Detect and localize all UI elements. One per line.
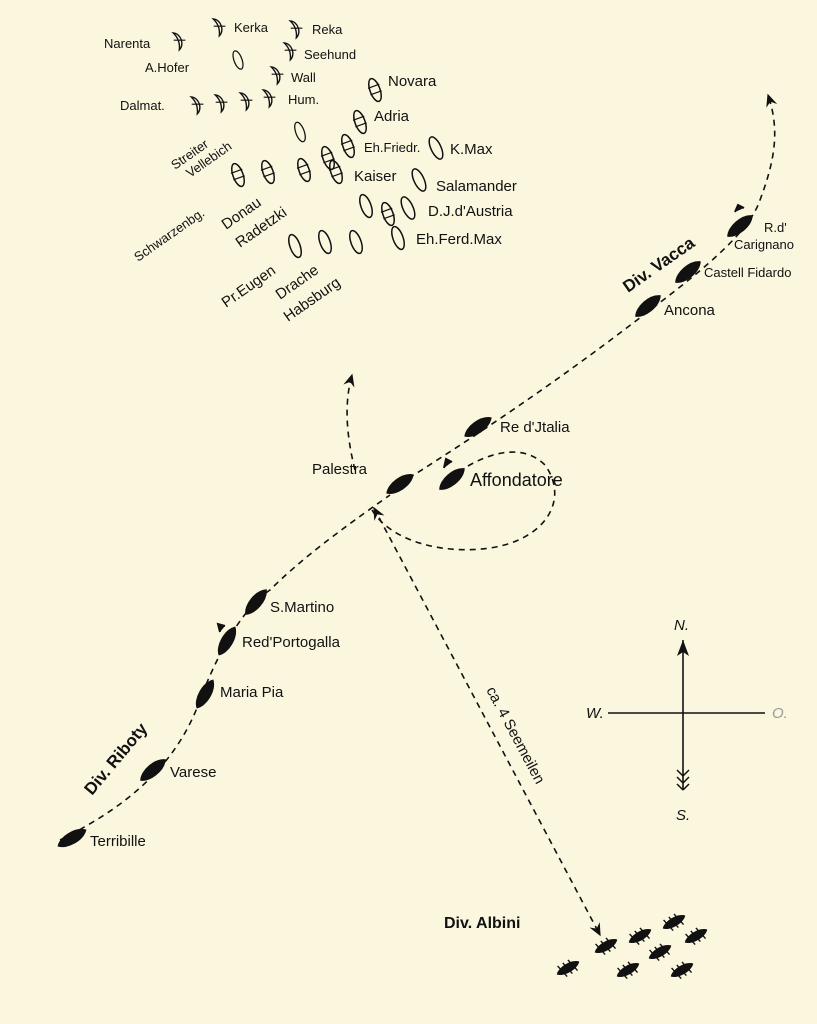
ship-adria (349, 107, 371, 137)
compass-north-label: N. (674, 617, 689, 634)
ship-narenta (170, 29, 189, 52)
ship-dalmat-2 (212, 91, 231, 114)
ship-preugen (285, 232, 305, 260)
label-kmax: K.Max (450, 141, 493, 158)
label-distance: ca. 4 Seemeilen (482, 684, 548, 787)
ship-dalmat-1 (188, 93, 207, 116)
label-narenta: Narenta (104, 36, 151, 51)
ship-ehferdmax (388, 224, 408, 252)
ship-redportogalla (213, 623, 241, 659)
ship-djaustria-1 (356, 192, 376, 220)
ship-smartino (240, 585, 272, 619)
label-castell: Castell Fidardo (704, 265, 791, 280)
ship-albini-7 (666, 956, 698, 984)
ship-hum (260, 86, 279, 109)
ship-drache (315, 228, 335, 256)
label-kerka: Kerka (234, 20, 269, 35)
ship-kerka (210, 15, 229, 38)
compass-south-feather (676, 769, 690, 791)
ship-wall (268, 63, 287, 86)
label-djaustria: D.J.d'Austria (428, 203, 513, 220)
label-reka: Reka (312, 22, 343, 37)
ship-kmax (425, 134, 447, 162)
label-rd: R.d' (764, 220, 787, 235)
ship-ancona (631, 290, 665, 322)
label-reditalia: Re d'Jtalia (500, 419, 570, 436)
flag-redportogalla (216, 622, 226, 633)
label-div-vacca: Div. Vacca (619, 233, 698, 296)
ship-salamander (408, 166, 430, 194)
label-seehund: Seehund (304, 47, 356, 62)
label-kaiser: Kaiser (354, 168, 397, 185)
flag-carignano (734, 203, 745, 213)
label-smartino: S.Martino (270, 599, 334, 616)
label-hofer: A.Hofer (145, 60, 190, 75)
ship-donau (257, 157, 279, 187)
flag-affondatore (443, 457, 453, 469)
label-palestra: Palestra (312, 461, 368, 478)
ship-ehfriedr (337, 131, 359, 161)
ship-novara (364, 75, 386, 105)
ship-kaiser-b (317, 143, 339, 173)
track-riboty (59, 494, 391, 841)
ship-albini-3 (680, 922, 712, 950)
ship-albini-6 (612, 956, 644, 984)
compass-north-arrow (677, 640, 689, 656)
track-albini (373, 506, 601, 937)
austrian-fleet: Narenta Kerka Reka A.Hofer Seehund Wall … (104, 15, 517, 325)
label-hum: Hum. (288, 92, 319, 107)
ship-hofer (230, 49, 246, 71)
ship-radetzki (293, 155, 315, 185)
ship-kaiser (325, 157, 347, 187)
ship-albini-1 (658, 908, 690, 936)
ship-streiter (291, 120, 309, 144)
ship-palestra (383, 469, 417, 499)
label-terribille: Terribille (90, 833, 146, 850)
ship-schwarzenbg (227, 160, 249, 190)
label-adria: Adria (374, 108, 410, 125)
label-novara: Novara (388, 73, 437, 90)
italian-fleet: Div. Vacca R.d' Carignano Castell Fidard… (54, 203, 794, 984)
label-preugen: Pr.Eugen (219, 262, 279, 311)
ship-albini-8 (552, 954, 584, 982)
label-carignano: Carignano (734, 237, 794, 252)
ship-mariapia (191, 676, 219, 712)
compass-east-label: O. (772, 705, 788, 722)
ship-albini-4 (590, 932, 622, 960)
track-vacca (389, 93, 778, 491)
label-affondatore: Affondatore (470, 470, 563, 490)
ship-varese (136, 754, 170, 786)
ship-habsburg (346, 228, 366, 256)
ship-affondatore (435, 463, 469, 495)
label-redportogalla: Red'Portogalla (242, 634, 341, 651)
label-mariapia: Maria Pia (220, 684, 284, 701)
label-ehferdmax: Eh.Ferd.Max (416, 231, 502, 248)
label-salamander: Salamander (436, 178, 517, 195)
label-div-riboty: Div. Riboty (81, 719, 152, 799)
ship-djaustria (397, 194, 419, 222)
compass-rose: N. S. W. O. (586, 617, 788, 824)
label-ehfriedr: Eh.Friedr. (364, 140, 420, 155)
ship-albini-2 (624, 922, 656, 950)
compass-west-label: W. (586, 705, 604, 722)
label-schwarzenbg: Schwarzenbg. (131, 205, 207, 265)
ship-reka (287, 17, 306, 40)
ship-albini-5 (644, 938, 676, 966)
label-varese: Varese (170, 764, 216, 781)
albini-squadron (552, 908, 712, 984)
label-div-albini: Div. Albini (444, 915, 520, 932)
label-wall: Wall (291, 70, 316, 85)
ship-seehund (281, 39, 300, 62)
compass-south-label: S. (676, 807, 690, 824)
ship-dalmat-3 (237, 89, 256, 112)
label-ancona: Ancona (664, 302, 716, 319)
ship-reditalia (461, 412, 495, 442)
ship-terribille (54, 824, 90, 852)
label-dalmat: Dalmat. (120, 98, 165, 113)
ship-djaustria-2 (377, 199, 399, 229)
